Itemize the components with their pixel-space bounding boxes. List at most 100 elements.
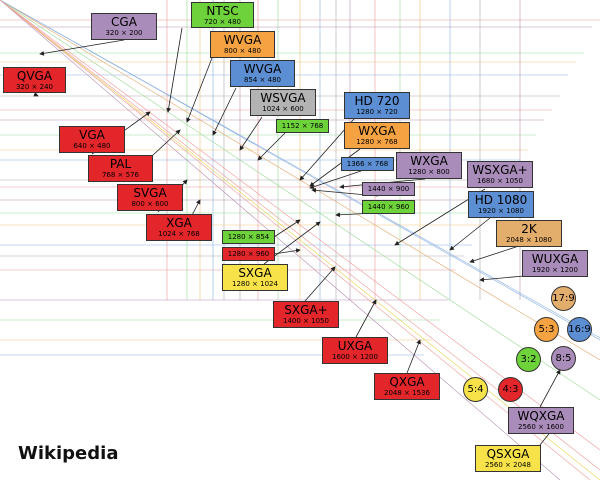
- resolution-label-1152x768: 1152 × 768: [276, 119, 329, 133]
- resolution-dimensions: 1280 × 800: [408, 168, 450, 176]
- resolution-label-pal: PAL 768 × 576: [88, 155, 153, 182]
- resolution-dimensions: 854 × 480: [243, 76, 282, 84]
- resolution-label-wuxga: WUXGA 1920 × 1200: [522, 250, 588, 277]
- aspect-ratio-ray: [0, 0, 600, 451]
- resolution-label-vga: VGA 640 × 480: [59, 126, 125, 153]
- resolution-dimensions: 800 × 600: [131, 200, 169, 208]
- resolution-dimensions: 800 × 480: [223, 47, 262, 55]
- resolution-name: PAL: [109, 157, 132, 171]
- resolution-dimensions: 1600 × 1200: [332, 353, 378, 361]
- resolution-name: NTSC: [206, 4, 239, 18]
- pointer-arrow: [449, 217, 491, 251]
- resolution-name: WVGA: [223, 33, 262, 47]
- pointer-arrow: [304, 266, 336, 302]
- resolution-name: HD 1080: [474, 193, 528, 207]
- resolution-dimensions: 640 × 480: [73, 142, 111, 150]
- resolution-dimensions: 1280 × 720: [356, 108, 398, 116]
- resolution-name: 1440 × 900: [367, 185, 410, 193]
- resolution-name: 1152 × 768: [281, 122, 324, 130]
- resolution-dimensions: 1024 × 600: [262, 105, 304, 113]
- pointer-arrow: [166, 27, 183, 113]
- resolution-name: SXGA+: [284, 303, 328, 317]
- resolution-label-2k: 2K 2048 × 1080: [496, 220, 562, 247]
- resolution-label-wqxga: WQXGA 2560 × 1600: [508, 407, 574, 434]
- resolution-label-ntsc: NTSC 720 × 480: [191, 2, 254, 28]
- resolution-name: WSVGA: [260, 91, 306, 105]
- resolution-label-cga: CGA 320 × 200: [91, 13, 157, 40]
- resolution-label-wxga-1280x800: WXGA 1280 × 800: [396, 152, 462, 179]
- aspect-ratio-5-4: 5:4: [463, 377, 488, 402]
- resolution-dimensions: 720 × 480: [203, 18, 242, 26]
- resolution-label-uxga: UXGA 1600 × 1200: [322, 337, 388, 364]
- pointer-arrow: [186, 57, 213, 123]
- resolution-dimensions: 2560 × 2048: [485, 461, 531, 469]
- pointer-arrow: [273, 219, 301, 238]
- pointer-arrow: [479, 275, 525, 283]
- aspect-ratio-ray: [0, 0, 600, 341]
- resolution-dimensions: 2048 × 1536: [384, 389, 430, 397]
- pointer-arrow: [239, 116, 263, 151]
- resolution-dimensions: 1280 × 768: [356, 138, 398, 146]
- aspect-ratio-ray: [0, 0, 600, 401]
- resolution-dimensions: 2560 × 1600: [518, 423, 564, 431]
- resolution-dimensions: 1920 × 1200: [532, 266, 578, 274]
- resolution-name: 2K: [521, 222, 537, 236]
- resolution-label-qsxga: QSXGA 2560 × 2048: [475, 445, 541, 472]
- wikipedia-wordmark: Wikipedia: [18, 443, 119, 464]
- resolution-label-sxga-plus: SXGA+ 1400 × 1050: [273, 301, 339, 328]
- aspect-ratio-5-3: 5:3: [534, 317, 559, 342]
- resolution-name: WSXGA+: [472, 163, 528, 177]
- resolution-label-xga: XGA 1024 × 768: [146, 214, 212, 241]
- aspect-ratio-ray: [0, 0, 561, 480]
- resolution-label-1366x768: 1366 × 768: [341, 157, 394, 171]
- resolution-label-qxga: QXGA 2048 × 1536: [374, 373, 440, 400]
- resolution-name: SXGA: [238, 266, 272, 280]
- pointer-arrow: [539, 369, 561, 408]
- resolution-label-1280x960: 1280 × 960: [222, 247, 275, 261]
- resolution-dimensions: 1680 × 1050: [477, 177, 523, 185]
- resolution-name: HD 720: [354, 94, 400, 108]
- resolution-name: 1280 × 854: [227, 233, 270, 241]
- resolution-dimensions: 1280 × 1024: [232, 280, 278, 288]
- resolution-name: CGA: [111, 15, 137, 29]
- aspect-ratio-4-3: 4:3: [498, 377, 523, 402]
- pointer-arrow: [33, 92, 39, 97]
- resolution-name: UXGA: [337, 339, 373, 353]
- pointer-arrow: [309, 148, 361, 187]
- resolution-label-wsvga: WSVGA 1024 × 600: [250, 89, 316, 116]
- resolution-dimensions: 1400 × 1050: [283, 317, 329, 325]
- resolution-name: WVGA: [243, 62, 282, 76]
- pointer-arrow: [469, 244, 523, 264]
- resolution-name: WXGA: [410, 154, 448, 168]
- pointer-arrow: [39, 39, 125, 56]
- pointer-arrow: [355, 299, 377, 338]
- resolution-label-1440x960: 1440 × 960: [362, 200, 415, 214]
- resolution-label-sxga: SXGA 1280 × 1024: [222, 264, 288, 291]
- pointer-arrow: [212, 87, 237, 136]
- resolution-dimensions: 320 × 200: [105, 29, 143, 37]
- resolution-name: 1280 × 960: [227, 250, 270, 258]
- aspect-ratio-16-9: 16:9: [567, 317, 592, 342]
- resolution-label-1440x900: 1440 × 900: [362, 182, 415, 196]
- resolution-name: 1366 × 768: [346, 160, 389, 168]
- pointer-arrow: [406, 339, 421, 374]
- resolution-name: WXGA: [358, 124, 396, 138]
- resolution-dimensions: 768 × 576: [101, 171, 140, 179]
- resolution-name: QVGA: [16, 69, 53, 83]
- resolution-name: XGA: [166, 216, 192, 230]
- aspect-ratio-17-9: 17:9: [551, 286, 576, 311]
- resolution-dimensions: 1024 × 768: [158, 230, 200, 238]
- resolution-label-svga: SVGA 800 × 600: [117, 184, 183, 211]
- resolution-name: QXGA: [389, 375, 425, 389]
- resolution-label-hd720: HD 720 1280 × 720: [344, 92, 410, 119]
- resolution-label-wsxga-plus: WSXGA+ 1680 × 1050: [467, 161, 533, 188]
- resolution-name: WUXGA: [531, 252, 579, 266]
- pointer-arrow: [257, 132, 286, 161]
- resolution-name: WQXGA: [517, 409, 565, 423]
- resolution-label-wxga-1280x768: WXGA 1280 × 768: [344, 122, 410, 149]
- resolution-dimensions: 320 × 240: [15, 83, 54, 91]
- resolution-label-wvga-854: WVGA 854 × 480: [230, 60, 295, 87]
